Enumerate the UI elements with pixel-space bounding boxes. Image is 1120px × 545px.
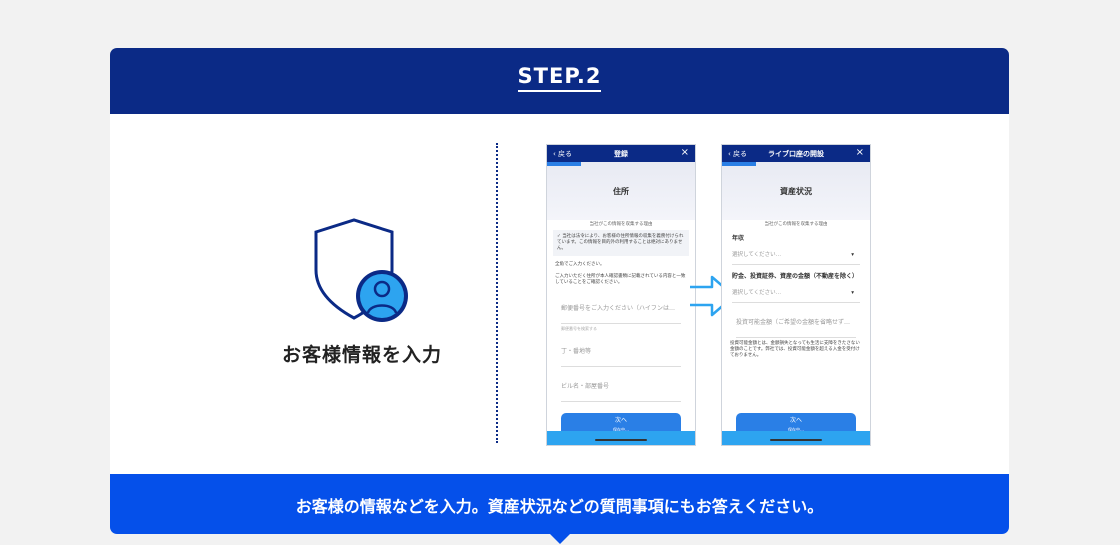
instruction-text: 全角でご入力ください。 [555, 262, 605, 267]
close-icon[interactable]: × [855, 147, 864, 158]
reason-link[interactable]: 当社がこの情報を収集する理由 [589, 222, 653, 227]
close-icon[interactable]: × [680, 147, 689, 158]
assets-label: 貯金、投資証券、資産の金額（不動産を除く） [732, 273, 859, 280]
assets-note-text: 投資可能金額とは、金額損失となっても生活に支障をきたさない金額のことです。弊社で… [730, 341, 860, 358]
phone-navbar: ‹ 戻る 登録 × [547, 145, 695, 162]
shield-user-icon [314, 218, 408, 322]
investable-amount-input[interactable]: 投資可能金額（ご希望の金額を省略せず… [736, 309, 856, 338]
instruction-text-2: ご入力いただく住所が本人確認書類に記載されている内容と一致していることをご確認く… [555, 274, 686, 285]
phone-navbar: ‹ 戻る ライブ口座の開設 × [722, 145, 870, 162]
phone-banner: 資産状況 [722, 162, 870, 220]
street-input[interactable]: 丁・番地等 [561, 338, 681, 367]
footer-text: お客様の情報などを入力。資産状況などの質問事項にもお答えください。 [295, 497, 824, 516]
back-link[interactable]: ‹ 戻る [728, 150, 748, 158]
phone-title: ライブ口座の開設 [768, 150, 824, 158]
reason-link[interactable]: 当社がこの情報を収集する理由 [764, 222, 828, 227]
caret-down-icon: ▾ [851, 252, 854, 258]
dotted-divider [496, 143, 498, 443]
home-indicator [595, 439, 647, 441]
income-label: 年収 [732, 235, 745, 242]
footer-pointer [550, 534, 570, 544]
phone-banner: 住所 [547, 162, 695, 220]
progress-bar [547, 162, 581, 166]
caret-down-icon: ▾ [851, 290, 854, 296]
feature-label: お客様情報を入力 [281, 344, 442, 366]
income-select[interactable]: 選択してください…▾ [732, 246, 860, 265]
building-input[interactable]: ビル名・部屋番号 [561, 373, 681, 402]
assets-select[interactable]: 選択してください…▾ [732, 284, 860, 303]
phone-bottom-bar [547, 431, 695, 445]
step-footer: お客様の情報などを入力。資産状況などの質問事項にもお答えください。 [110, 474, 1009, 534]
postal-search-link[interactable]: 郵便番号を検索する [561, 326, 597, 331]
notice-box: ✓ 当社は法令により、お客様の住所情報の収集を義務付けられています。この情報を目… [553, 230, 689, 256]
home-indicator [770, 439, 822, 441]
phone-bottom-bar [722, 431, 870, 445]
phone-screen-assets: ‹ 戻る ライブ口座の開設 × 資産状況 当社がこの情報を収集する理由 年収 選… [721, 144, 871, 446]
phone-title: 登録 [614, 150, 628, 158]
step-header: STEP.2 [110, 48, 1009, 114]
phone-screen-address: ‹ 戻る 登録 × 住所 当社がこの情報を収集する理由 ✓ 当社は法令により、お… [546, 144, 696, 446]
step-label: STEP.2 [517, 64, 602, 92]
back-link[interactable]: ‹ 戻る [553, 150, 573, 158]
progress-bar [722, 162, 756, 166]
banner-title: 住所 [613, 187, 629, 196]
banner-title: 資産状況 [780, 187, 812, 196]
postal-code-input[interactable]: 郵便番号をご入力ください（ハイフンは… [561, 295, 681, 324]
